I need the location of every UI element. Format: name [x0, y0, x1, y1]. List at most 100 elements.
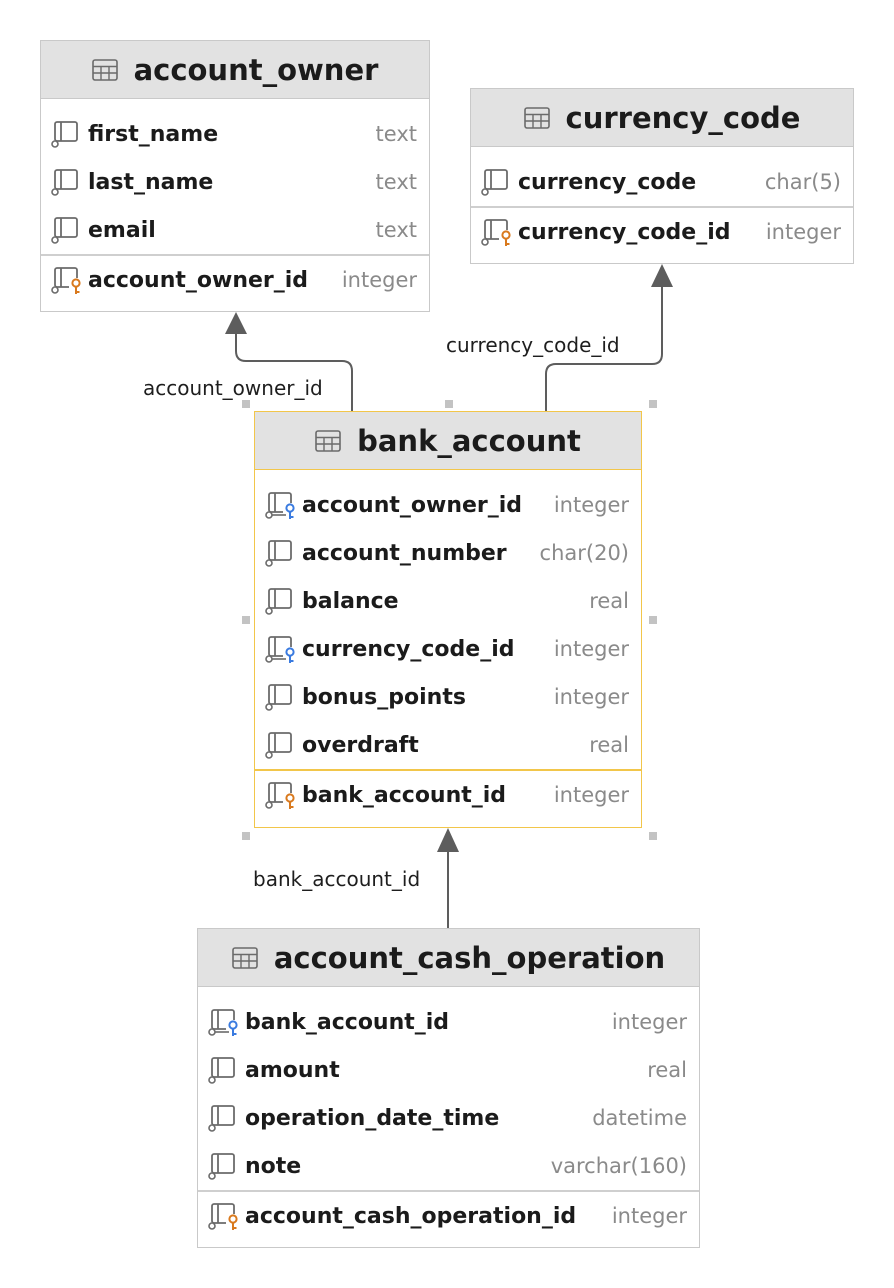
column-name: amount — [245, 1057, 340, 1083]
column-icon — [51, 169, 78, 196]
resize-handle[interactable] — [242, 832, 250, 840]
table-header[interactable]: account_cash_operation — [198, 929, 699, 987]
column-name: bank_account_id — [302, 782, 507, 808]
column-name: overdraft — [302, 732, 419, 758]
column-row[interactable]: amount real — [198, 1046, 699, 1094]
column-name: account_cash_operation_id — [245, 1203, 577, 1229]
column-icon — [265, 684, 292, 711]
column-type: integer — [553, 637, 629, 661]
column-row[interactable]: operation_date_time datetime — [198, 1094, 699, 1142]
column-name: currency_code_id — [302, 636, 515, 662]
column-name: operation_date_time — [245, 1105, 500, 1131]
key-divider — [41, 254, 429, 256]
column-type: integer — [553, 685, 629, 709]
relationship-label: currency_code_id — [446, 333, 620, 357]
column-icon — [208, 1057, 235, 1084]
table-icon — [91, 58, 118, 81]
column-icon — [265, 732, 292, 759]
column-name: account_number — [302, 540, 507, 566]
column-name: email — [88, 217, 156, 243]
resize-handle[interactable] — [649, 400, 657, 408]
column-type: text — [375, 218, 417, 242]
column-row[interactable]: email text — [41, 206, 429, 254]
key-column-row[interactable]: currency_code_id integer — [471, 208, 853, 256]
column-type: text — [375, 122, 417, 146]
key-column-row[interactable]: account_cash_operation_id integer — [198, 1192, 699, 1240]
relationship-account-owner[interactable]: account_owner_id — [143, 312, 353, 411]
table-title: bank_account — [357, 423, 581, 458]
column-icon — [265, 540, 292, 567]
column-name: bonus_points — [302, 684, 466, 710]
primary-key-icon — [265, 782, 296, 809]
column-name: currency_code — [518, 169, 697, 195]
column-type: integer — [553, 493, 629, 517]
arrowhead-icon — [225, 312, 247, 334]
column-row[interactable]: currency_code_id integer — [255, 625, 641, 673]
table-header[interactable]: bank_account — [255, 412, 641, 470]
column-icon — [208, 1153, 235, 1180]
key-divider — [471, 206, 853, 208]
resize-handle[interactable] — [242, 400, 250, 408]
column-type: integer — [341, 268, 417, 292]
column-row[interactable]: last_name text — [41, 158, 429, 206]
key-column-row[interactable]: bank_account_id integer — [255, 771, 641, 819]
column-name: first_name — [88, 121, 219, 147]
arrowhead-icon — [651, 264, 673, 287]
table-title: currency_code — [565, 100, 801, 135]
table-account-cash-operation[interactable]: account_cash_operation bank_account_id i… — [197, 928, 700, 1248]
column-type: real — [647, 1058, 687, 1082]
column-name: balance — [302, 588, 399, 614]
primary-key-icon — [481, 219, 512, 246]
key-column-row[interactable]: account_owner_id integer — [41, 256, 429, 304]
column-icon — [481, 169, 508, 196]
table-bank-account[interactable]: bank_account account_owner_id integer ac… — [254, 411, 642, 828]
foreign-key-icon — [265, 492, 296, 519]
table-icon — [315, 429, 341, 452]
column-type: datetime — [592, 1106, 687, 1130]
column-icon — [51, 217, 78, 244]
table-title: account_owner — [133, 52, 379, 87]
resize-handle[interactable] — [649, 616, 657, 624]
relationship-label: bank_account_id — [253, 867, 420, 891]
relationship-bank-account[interactable]: bank_account_id — [253, 828, 459, 928]
column-row[interactable]: note varchar(160) — [198, 1142, 699, 1190]
column-row[interactable]: currency_code char(5) — [471, 158, 853, 206]
column-icon — [208, 1105, 235, 1132]
column-type: char(5) — [764, 170, 841, 194]
column-row[interactable]: first_name text — [41, 110, 429, 158]
column-row[interactable]: overdraft real — [255, 721, 641, 769]
column-type: integer — [553, 783, 629, 807]
foreign-key-icon — [265, 636, 296, 663]
table-account-owner[interactable]: account_owner first_name text last_name … — [40, 40, 430, 312]
resize-handle[interactable] — [445, 400, 453, 408]
table-icon — [523, 106, 550, 129]
column-type: varchar(160) — [550, 1154, 687, 1178]
table-title: account_cash_operation — [273, 940, 666, 975]
column-row[interactable]: account_number char(20) — [255, 529, 641, 577]
column-row[interactable]: bonus_points integer — [255, 673, 641, 721]
column-type: integer — [611, 1204, 687, 1228]
key-divider — [198, 1190, 699, 1192]
foreign-key-icon — [208, 1009, 239, 1036]
resize-handle[interactable] — [649, 832, 657, 840]
primary-key-icon — [208, 1203, 239, 1230]
column-type: integer — [765, 220, 841, 244]
column-name: last_name — [88, 169, 214, 195]
resize-handle[interactable] — [242, 616, 250, 624]
connector-line — [235, 332, 353, 411]
table-header[interactable]: account_owner — [41, 41, 429, 99]
table-icon — [232, 946, 258, 969]
column-row[interactable]: balance real — [255, 577, 641, 625]
column-icon — [51, 121, 78, 148]
table-header[interactable]: currency_code — [471, 89, 853, 147]
column-type: integer — [611, 1010, 687, 1034]
connector-line — [545, 286, 663, 411]
column-row[interactable]: account_owner_id integer — [255, 481, 641, 529]
relationship-currency-code[interactable]: currency_code_id — [446, 264, 673, 411]
column-row[interactable]: bank_account_id integer — [198, 998, 699, 1046]
table-currency-code[interactable]: currency_code currency_code char(5) curr… — [470, 88, 854, 264]
column-name: currency_code_id — [518, 219, 731, 245]
column-icon — [265, 588, 292, 615]
column-type: real — [589, 589, 629, 613]
